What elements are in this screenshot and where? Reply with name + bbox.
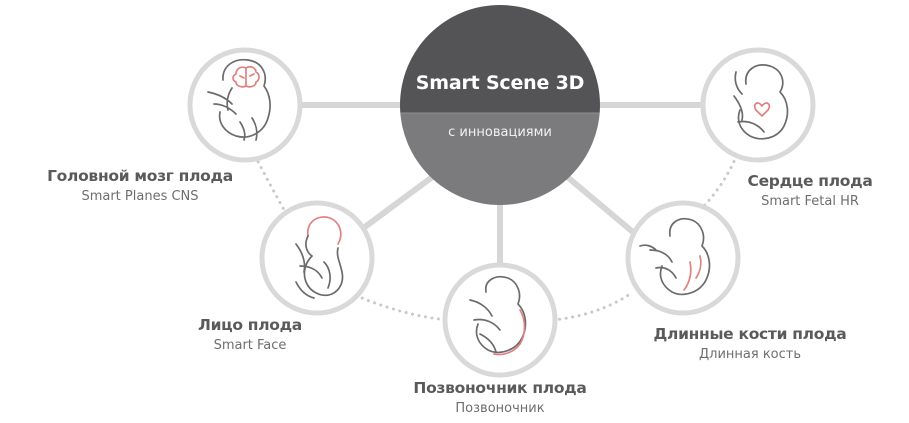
fetal-long-bones-icon bbox=[639, 217, 711, 296]
label-brain-title: Головной мозг плода bbox=[47, 167, 233, 185]
fetal-brain-icon bbox=[207, 58, 271, 141]
dotted-link-spine-bones bbox=[551, 290, 635, 322]
dotted-link-face-spine bbox=[348, 291, 449, 322]
fetal-heart-icon bbox=[733, 64, 789, 140]
label-bones-subtitle: Длинная кость bbox=[698, 347, 802, 362]
label-bones-title: Длинные кости плода bbox=[653, 325, 847, 343]
hub-title: Smart Scene 3D bbox=[415, 72, 585, 94]
label-spine: Позвоночник плода Позвоночник bbox=[380, 379, 620, 416]
label-bones: Длинные кости плода Длинная кость bbox=[630, 325, 870, 362]
label-brain: Головной мозг плода Smart Planes CNS bbox=[20, 167, 260, 204]
label-heart: Сердце плода Smart Fetal HR bbox=[720, 172, 900, 209]
hub-subtitle: с инновациями bbox=[448, 125, 552, 140]
node-face-ring bbox=[259, 200, 375, 316]
node-heart[interactable] bbox=[700, 47, 816, 163]
label-heart-title: Сердце плода bbox=[747, 172, 873, 190]
node-heart-ring bbox=[700, 47, 816, 163]
label-spine-subtitle: Позвоночник bbox=[455, 401, 545, 416]
label-brain-subtitle: Smart Planes CNS bbox=[81, 189, 199, 204]
node-spine[interactable] bbox=[442, 262, 558, 378]
label-spine-title: Позвоночник плода bbox=[413, 379, 587, 397]
hub-top-half bbox=[400, 5, 600, 113]
label-face-subtitle: Smart Face bbox=[213, 338, 287, 353]
fetal-face-icon bbox=[295, 216, 344, 299]
node-bones-ring bbox=[625, 200, 741, 316]
node-bones[interactable] bbox=[625, 200, 741, 316]
connector-bones bbox=[563, 172, 642, 241]
label-face-title: Лицо плода bbox=[198, 316, 302, 334]
fetal-spine-icon bbox=[469, 275, 527, 356]
node-brain[interactable] bbox=[187, 47, 303, 163]
node-spine-ring bbox=[442, 262, 558, 378]
label-face: Лицо плода Smart Face bbox=[160, 316, 340, 353]
node-face[interactable] bbox=[259, 200, 375, 316]
label-heart-subtitle: Smart Fetal HR bbox=[761, 194, 859, 209]
node-brain-ring bbox=[187, 47, 303, 163]
